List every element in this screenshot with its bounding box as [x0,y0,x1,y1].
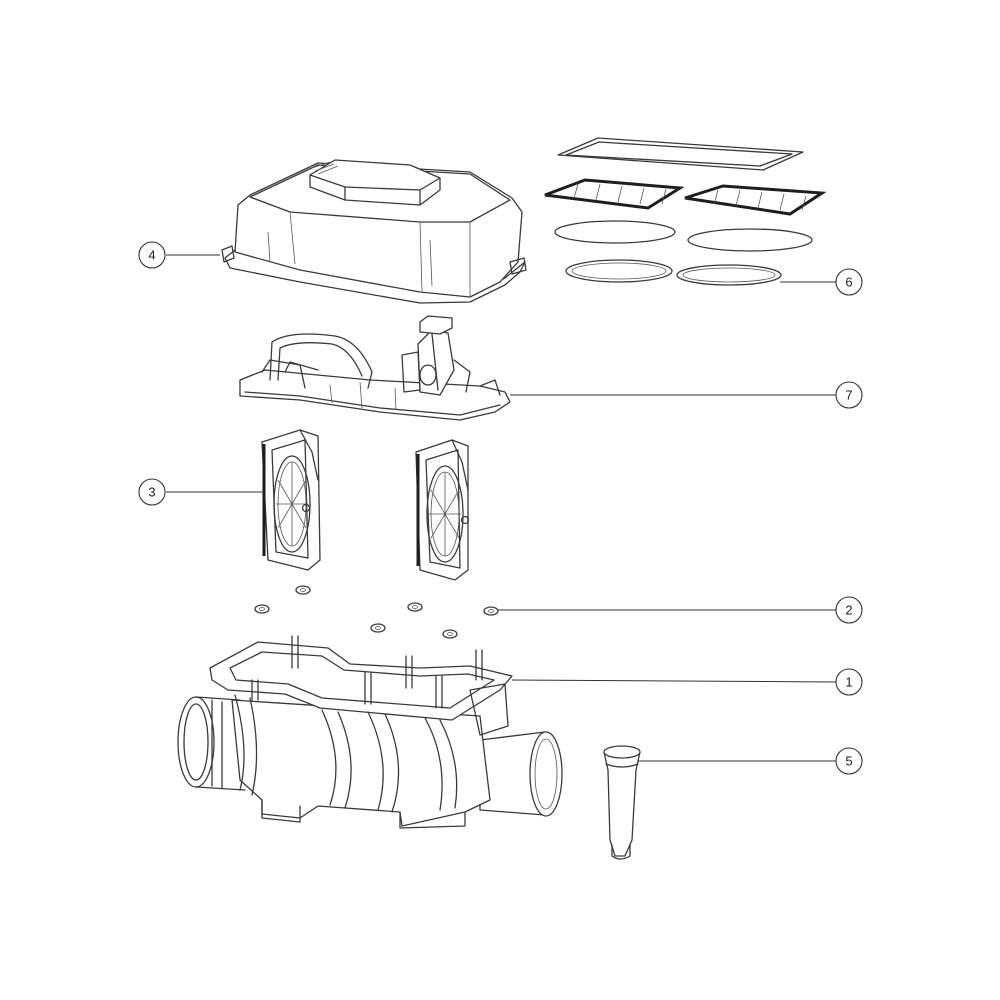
callout-label-3: 3 [148,485,155,500]
cover-part [221,159,527,304]
callout-5: 5 [638,747,863,775]
callout-label-4: 4 [148,248,155,263]
callout-label-2: 2 [845,603,852,618]
nut [295,585,311,595]
gasket-set-part [544,137,827,286]
nuts-part [254,585,499,639]
nut [483,606,499,616]
callout-1: 1 [511,668,863,696]
housing-part [177,635,563,829]
callout-label-7: 7 [845,388,852,403]
callout-7: 7 [510,381,863,409]
callout-3: 3 [138,478,264,506]
callout-2: 2 [498,596,863,624]
nut [407,602,423,612]
callout-label-5: 5 [845,754,852,769]
callout-label-6: 6 [845,275,852,290]
flap-valve-part-right [415,439,470,581]
nut [442,629,458,639]
callout-4: 4 [138,241,220,269]
inner-frame-part [239,315,511,421]
flap-valve-part-left [261,429,321,571]
callout-6: 6 [780,268,863,296]
nut [370,623,386,633]
nut [254,604,270,614]
callout-label-1: 1 [845,675,852,690]
plug-part [603,745,641,860]
